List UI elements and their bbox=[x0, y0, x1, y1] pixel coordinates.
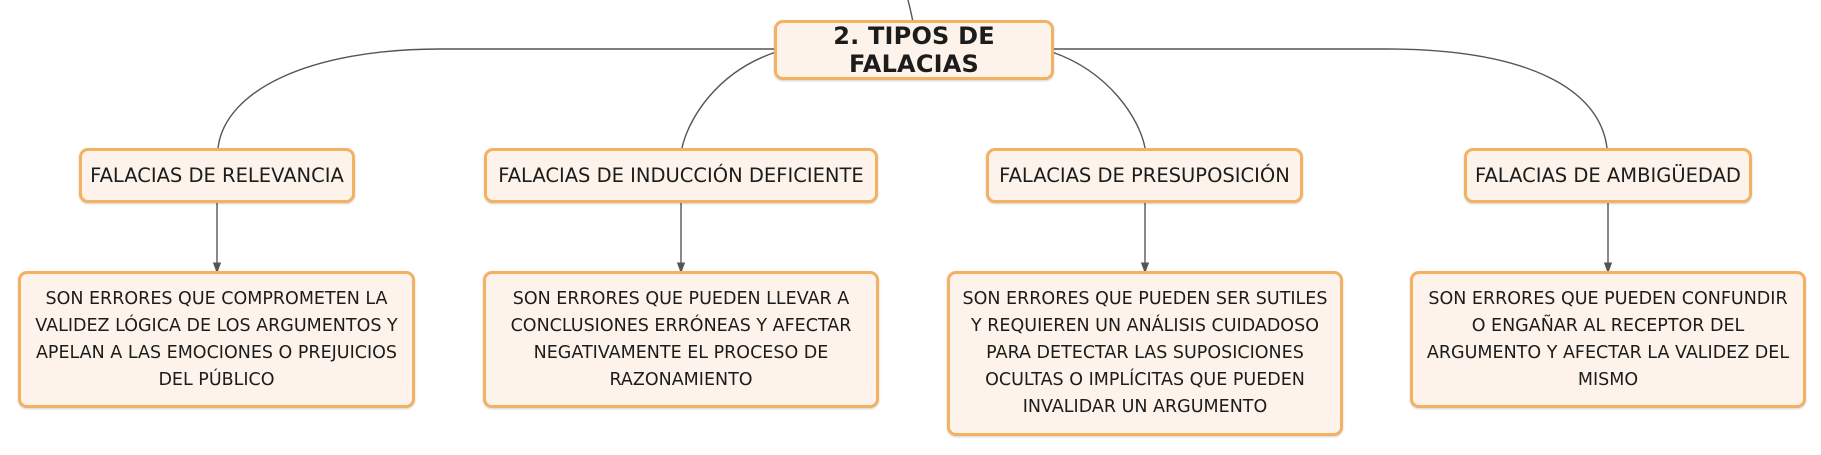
connector-root-to-presuposicion bbox=[1051, 51, 1146, 149]
description-node-relevancia[interactable]: SON ERRORES QUE COMPROMETEN LA VALIDEZ L… bbox=[18, 271, 415, 408]
connector-root-to-relevancia bbox=[217, 48, 776, 149]
category-node-ambiguedad[interactable]: FALACIAS DE AMBIGÜEDAD bbox=[1464, 148, 1752, 203]
root-node[interactable]: 2. TIPOS DE FALACIAS bbox=[774, 20, 1054, 80]
category-label: FALACIAS DE INDUCCIÓN DEFICIENTE bbox=[498, 164, 864, 187]
category-label: FALACIAS DE PRESUPOSICIÓN bbox=[999, 164, 1290, 187]
category-label: FALACIAS DE AMBIGÜEDAD bbox=[1475, 164, 1741, 187]
incoming-connector bbox=[907, 0, 914, 23]
category-node-induccion[interactable]: FALACIAS DE INDUCCIÓN DEFICIENTE bbox=[484, 148, 878, 203]
description-text: SON ERRORES QUE PUEDEN SER SUTILES Y REQ… bbox=[962, 289, 1328, 417]
root-label: 2. TIPOS DE FALACIAS bbox=[833, 22, 995, 78]
description-text: SON ERRORES QUE COMPROMETEN LA VALIDEZ L… bbox=[35, 288, 398, 390]
description-node-presuposicion[interactable]: SON ERRORES QUE PUEDEN SER SUTILES Y REQ… bbox=[947, 271, 1343, 436]
description-node-induccion[interactable]: SON ERRORES QUE PUEDEN LLEVAR A CONCLUSI… bbox=[483, 271, 879, 408]
connector-root-to-ambiguedad bbox=[1052, 48, 1608, 149]
category-label: FALACIAS DE RELEVANCIA bbox=[90, 164, 344, 187]
description-text: SON ERRORES QUE PUEDEN LLEVAR A CONCLUSI… bbox=[510, 288, 852, 390]
description-text: SON ERRORES QUE PUEDEN CONFUNDIR O ENGAÑ… bbox=[1426, 288, 1790, 390]
description-node-ambiguedad[interactable]: SON ERRORES QUE PUEDEN CONFUNDIR O ENGAÑ… bbox=[1410, 271, 1806, 408]
category-node-relevancia[interactable]: FALACIAS DE RELEVANCIA bbox=[79, 148, 355, 203]
category-node-presuposicion[interactable]: FALACIAS DE PRESUPOSICIÓN bbox=[986, 148, 1303, 203]
connector-root-to-induccion bbox=[681, 51, 777, 149]
